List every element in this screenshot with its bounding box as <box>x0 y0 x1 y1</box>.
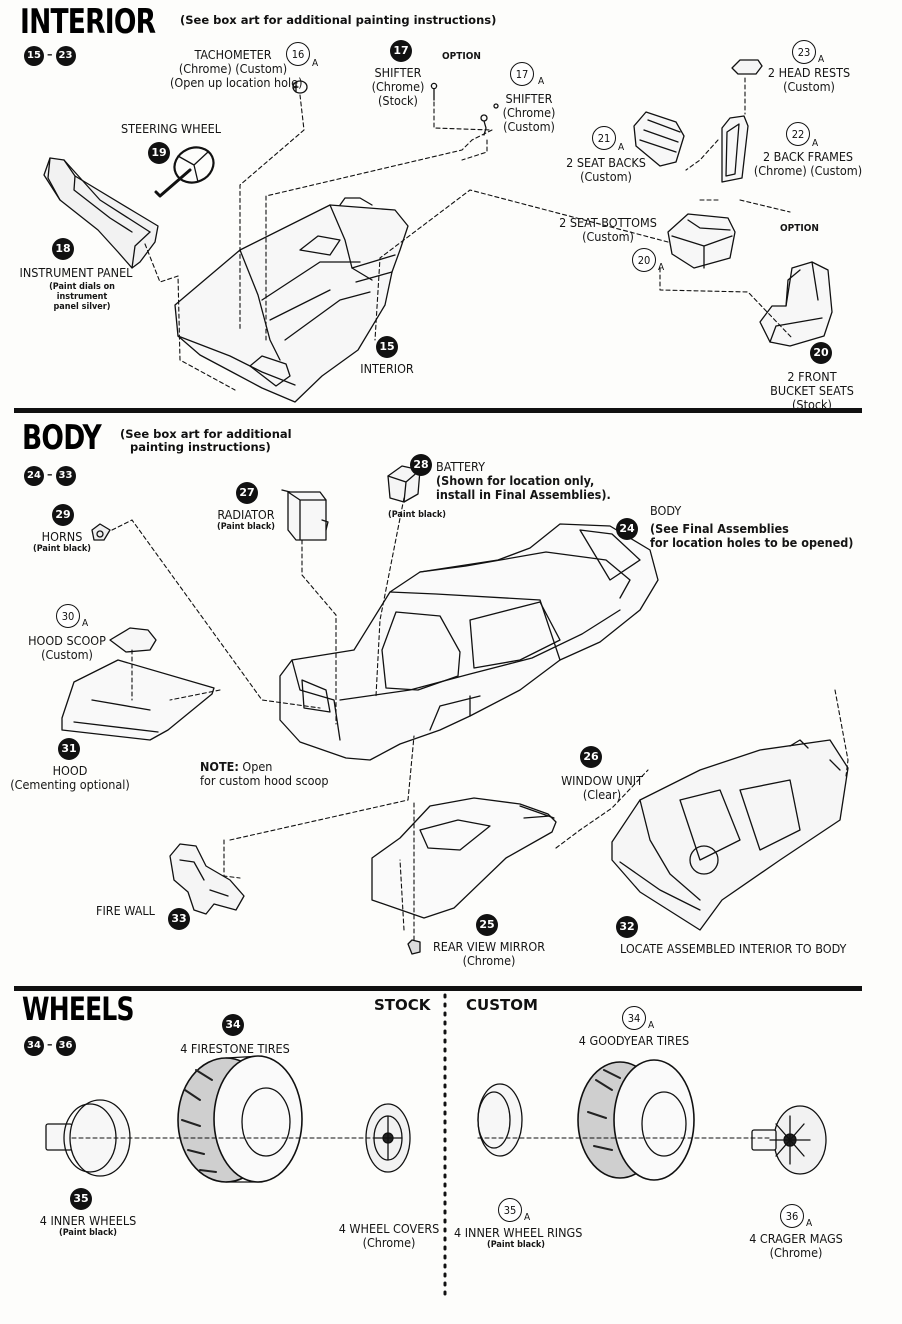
steering-wheel-drawing <box>154 146 215 198</box>
interior-tub-drawing <box>174 197 409 403</box>
hood-scoop-label: HOOD SCOOP(Custom) <box>28 633 106 662</box>
hood-scoop-drawing <box>109 627 157 653</box>
firestone-tires-label: 4 FIRESTONE TIRES <box>180 1041 290 1056</box>
part-31-callout: 31 <box>58 738 80 760</box>
interior-heading: INTERIOR <box>20 2 156 42</box>
wheels-heading: WHEELS <box>22 990 135 1028</box>
battery-drawing <box>387 465 421 503</box>
wheel-covers-label: 4 WHEEL COVERS(Chrome) <box>338 1221 440 1250</box>
firewall-label: FIRE WALL <box>96 903 155 918</box>
interior-tub-label: INTERIOR <box>360 361 414 376</box>
body-step-range: 24–33 <box>24 466 76 486</box>
body-heading: BODY <box>22 418 102 458</box>
battery-paint-note: (Paint black) <box>388 510 446 520</box>
tachometer-label: TACHOMETER(Chrome) (Custom)(Open up loca… <box>170 47 303 90</box>
locate-interior-label: LOCATE ASSEMBLED INTERIOR TO BODY <box>620 941 847 956</box>
custom-label: CUSTOM <box>466 996 538 1014</box>
part-35-callout: 35 <box>70 1188 92 1210</box>
window-unit-label: WINDOW UNIT(Clear) <box>561 773 643 802</box>
part-29-callout: 29 <box>52 504 74 526</box>
horns-drawing <box>91 523 111 541</box>
stock-label: STOCK <box>374 996 431 1014</box>
crager-mags-label: 4 CRAGER MAGS(Chrome) <box>749 1231 843 1260</box>
back-frames-label: 2 BACK FRAMES(Chrome) (Custom) <box>753 149 863 178</box>
part-20-callout: 20 <box>810 342 832 364</box>
interior-step-range: 15–23 <box>24 46 76 66</box>
instrument-panel-label: INSTRUMENT PANEL <box>19 265 133 280</box>
part-27-callout: 27 <box>236 482 258 504</box>
part-33-callout: 33 <box>168 908 190 930</box>
part-21-callout: 21 <box>592 126 616 150</box>
instrument-panel-drawing <box>43 157 159 269</box>
part-24-callout: 24 <box>616 518 638 540</box>
part-23-callout: 23 <box>792 40 816 64</box>
wheels-section-rule <box>14 986 862 991</box>
seat-option-label: OPTION <box>780 223 819 234</box>
part-26-callout: 26 <box>580 746 602 768</box>
radiator-label: RADIATOR(Paint black) <box>217 507 275 533</box>
rear-view-mirror-label: REAR VIEW MIRROR(Chrome) <box>432 939 546 968</box>
body-label: BODY <box>650 503 682 518</box>
seat-bottoms-label: 2 SEAT BOTTOMS(Custom) <box>559 215 657 244</box>
radiator-drawing <box>281 489 329 541</box>
part-36a-callout: 36 <box>780 1204 804 1228</box>
part-17-callout: 17 <box>390 40 412 62</box>
body-shell-drawing <box>279 523 659 761</box>
wheels-step-range: 34–36 <box>24 1036 76 1056</box>
goodyear-tire-drawing <box>577 1059 695 1181</box>
part-32-callout: 32 <box>616 916 638 938</box>
seat-backs-label: 2 SEAT BACKS(Custom) <box>566 155 646 184</box>
part-34-callout: 34 <box>222 1014 244 1036</box>
part-34a-callout: 34 <box>622 1006 646 1030</box>
part-30a-callout: 30 <box>56 604 80 628</box>
inner-wheel-ring-drawing <box>477 1083 523 1157</box>
inner-wheels-label: 4 INNER WHEELS(Paint black) <box>39 1213 137 1239</box>
part-25-callout: 25 <box>476 914 498 936</box>
crager-mag-drawing <box>751 1105 827 1175</box>
shifter-option-label: OPTION <box>442 51 481 62</box>
bucket-seat-drawing <box>759 261 833 347</box>
tachometer-drawing <box>292 80 308 94</box>
shifter-drawings <box>430 82 499 136</box>
part-20a-callout: 20 <box>632 248 656 272</box>
firewall-drawing <box>169 843 245 915</box>
assembled-interior-drawing <box>611 739 849 931</box>
part-17a-callout: 17 <box>510 62 534 86</box>
part-35a-callout: 35 <box>498 1198 522 1222</box>
battery-label: BATTERY(Shown for location only,install … <box>436 459 611 502</box>
window-unit-drawing <box>371 797 557 919</box>
rear-view-mirror-drawing <box>407 939 421 955</box>
hood-drawing <box>61 659 215 741</box>
body-section-rule <box>14 408 862 413</box>
seat-back-drawing <box>633 111 685 167</box>
part-28-callout: 28 <box>410 454 432 476</box>
interior-paint-note: (See box art for additional painting ins… <box>180 13 497 27</box>
seat-bottom-drawing <box>667 213 736 269</box>
part-16-callout: 16 <box>286 42 310 66</box>
hood-label: HOOD(Cementing optional) <box>10 763 130 792</box>
part-15-callout: 15 <box>376 336 398 358</box>
horns-label: HORNS(Paint black) <box>33 529 91 555</box>
firestone-tire-drawing <box>177 1055 303 1183</box>
hood-scoop-note: NOTE: Open for custom hood scoop <box>200 759 329 788</box>
part-19-callout: 19 <box>148 142 170 164</box>
back-frame-drawing <box>721 115 749 183</box>
steering-wheel-label: STEERING WHEEL <box>120 121 222 136</box>
inner-wheel-rings-label: 4 INNER WHEEL RINGS(Paint black) <box>454 1225 583 1251</box>
shifter-stock-label: SHIFTER(Chrome)(Stock) <box>371 65 425 108</box>
shifter-custom-label: SHIFTER(Chrome)(Custom) <box>502 91 556 134</box>
head-rests-label: 2 HEAD RESTS(Custom) <box>767 65 851 94</box>
goodyear-tires-label: 4 GOODYEAR TIRES <box>578 1033 690 1048</box>
head-rest-drawing <box>731 59 763 75</box>
part-18-callout: 18 <box>52 238 74 260</box>
part-22-callout: 22 <box>786 122 810 146</box>
wheel-cover-drawing <box>365 1103 411 1173</box>
